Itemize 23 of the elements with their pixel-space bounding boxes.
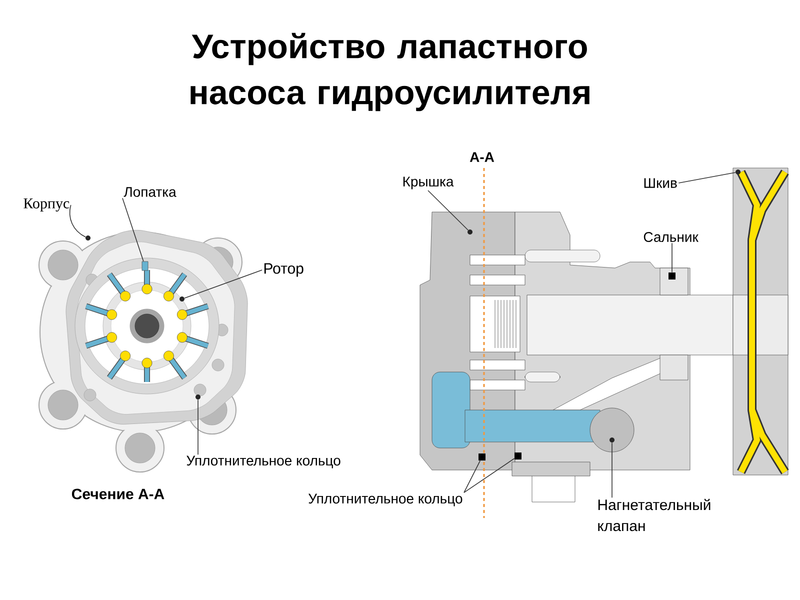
- leader-line: [464, 458, 515, 493]
- part-label: Уплотнительное кольцо: [186, 456, 340, 468]
- diagram-title: Устройство лапастного насоса гидроусилителя: [190, 32, 590, 112]
- blade-tip: [142, 261, 148, 271]
- part-label: Уплотнительное кольцо: [308, 494, 462, 506]
- seal-square: [668, 272, 676, 280]
- leader-line: [69, 204, 86, 238]
- leader-line: [464, 460, 481, 493]
- leader-line: [184, 270, 262, 298]
- part-label: Лопатка: [124, 187, 176, 197]
- seal-square: [514, 452, 522, 460]
- part-label: Нагнетательный клапан: [598, 498, 710, 532]
- part-label: Ротор: [264, 263, 304, 277]
- section-label: А-А: [470, 152, 494, 162]
- part-label: Сальник: [644, 232, 698, 242]
- part-label: Корпус: [24, 198, 70, 212]
- leader-line: [428, 190, 468, 230]
- part-label: Шкив: [644, 178, 677, 188]
- leader-line: [678, 172, 736, 184]
- section-caption: Сечение А-А: [72, 488, 164, 500]
- leader-line: [122, 198, 144, 262]
- part-label: Крышка: [403, 176, 454, 190]
- seal-square: [478, 454, 486, 460]
